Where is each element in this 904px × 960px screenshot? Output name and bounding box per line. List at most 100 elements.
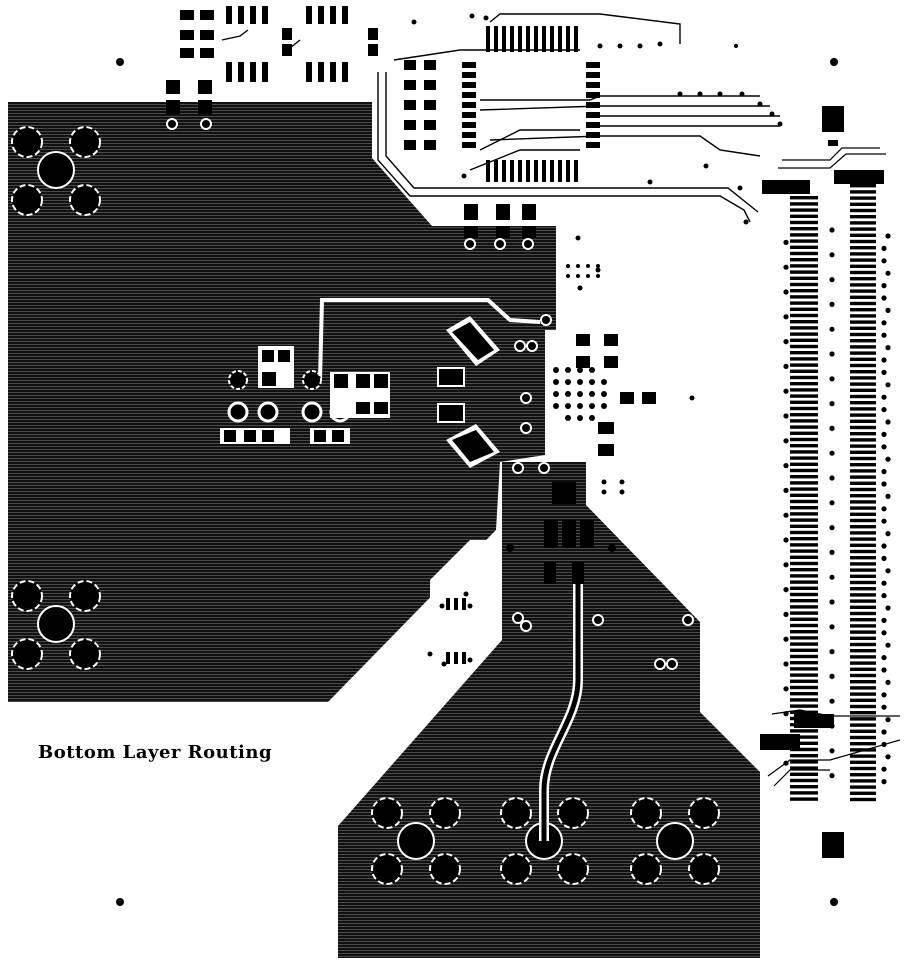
connector-via xyxy=(829,599,835,605)
connector-via xyxy=(829,227,835,233)
connector-pin xyxy=(790,778,818,783)
connector-via xyxy=(881,469,887,475)
connector-pin xyxy=(850,779,876,783)
connector-via xyxy=(885,605,891,611)
connector-pin xyxy=(790,214,818,218)
connector-pin xyxy=(850,704,876,709)
connector-pin xyxy=(850,382,876,386)
connector-pin xyxy=(790,394,818,398)
connector-pin xyxy=(850,624,876,628)
connector-via xyxy=(829,574,835,580)
connector-pin xyxy=(790,481,818,485)
connector-pin xyxy=(850,717,876,721)
upper-ic xyxy=(404,26,600,238)
connector-pin xyxy=(790,679,818,683)
connector-pin xyxy=(790,251,818,256)
connector-pin xyxy=(790,487,818,491)
connector-pin xyxy=(790,202,818,206)
connector-pin xyxy=(850,339,876,343)
connector-pin xyxy=(850,791,876,795)
connector-pin xyxy=(790,673,818,677)
connector-pin xyxy=(790,301,818,305)
connector-pin xyxy=(790,506,818,510)
connector-pin xyxy=(790,406,818,411)
connector-via xyxy=(829,649,835,655)
connector-pin xyxy=(850,735,876,740)
connector-pin xyxy=(850,270,876,275)
connector-pin xyxy=(850,593,876,597)
connector-via xyxy=(783,537,789,543)
connector-via xyxy=(783,512,789,518)
connector-pin xyxy=(790,338,818,342)
connector-via xyxy=(829,277,835,283)
top-ics xyxy=(166,6,378,114)
connector-via xyxy=(881,667,887,673)
connector-pin xyxy=(790,413,818,417)
connector-pin xyxy=(850,202,876,206)
mounting-hole-group-bottom-left xyxy=(11,580,101,670)
connector-traces xyxy=(767,147,901,787)
connector-pin xyxy=(790,574,818,578)
connector-pin xyxy=(850,574,876,578)
connector-pin xyxy=(790,282,818,287)
connector-via xyxy=(829,252,835,258)
connector-pin xyxy=(850,363,876,368)
connector-pin xyxy=(790,716,818,721)
connector-pin xyxy=(850,611,876,616)
connector-pin xyxy=(790,444,818,448)
connector-pin xyxy=(850,351,876,355)
connector-pin xyxy=(790,685,818,690)
connector-pin xyxy=(850,419,876,423)
connector-pin xyxy=(850,531,876,535)
connector-pin xyxy=(790,233,818,237)
connector-via xyxy=(885,233,891,239)
connector-pin xyxy=(790,623,818,628)
connector-via xyxy=(881,444,887,450)
connector-via xyxy=(885,345,891,351)
connector-via xyxy=(885,419,891,425)
connector-via xyxy=(783,264,789,270)
edge-connector xyxy=(760,106,884,858)
connector-pin xyxy=(790,208,818,212)
connector-pin xyxy=(850,698,876,702)
connector-pin xyxy=(790,735,818,739)
layer-caption: Bottom Layer Routing xyxy=(38,742,273,763)
connector-via xyxy=(783,388,789,394)
connector-pin xyxy=(850,500,876,504)
connector-pin xyxy=(790,611,818,615)
connector-pin xyxy=(850,463,876,467)
connector-pin xyxy=(790,568,818,572)
upper-traces xyxy=(221,13,780,223)
connector-pin xyxy=(790,475,818,479)
connector-pin xyxy=(850,407,876,411)
connector-pin xyxy=(790,549,818,553)
connector-via xyxy=(881,518,887,524)
connector-pin xyxy=(850,487,876,492)
connector-pin xyxy=(850,208,876,213)
connector-via xyxy=(829,500,835,506)
connector-via xyxy=(829,525,835,531)
connector-pin xyxy=(790,499,818,504)
connector-pin xyxy=(790,710,818,714)
connector-via xyxy=(829,673,835,680)
connector-pin xyxy=(790,493,818,497)
connector-via xyxy=(783,413,789,419)
connector-pin xyxy=(850,308,876,312)
connector-via xyxy=(881,729,887,735)
connector-pin xyxy=(850,742,876,746)
connector-pin xyxy=(790,704,818,708)
ground-pour-bottom xyxy=(338,462,760,958)
connector-pin xyxy=(790,692,818,696)
connector-pin xyxy=(850,525,876,529)
connector-pin xyxy=(850,246,876,250)
connector-pin xyxy=(850,723,876,727)
connector-pin xyxy=(850,605,876,609)
connector-pin xyxy=(790,654,818,659)
connector-via xyxy=(881,580,887,586)
connector-pin xyxy=(850,568,876,572)
connector-pin xyxy=(790,537,818,541)
connector-via xyxy=(829,301,835,307)
mounting-hole-group-top-left xyxy=(11,126,101,216)
connector-pin xyxy=(790,642,818,646)
